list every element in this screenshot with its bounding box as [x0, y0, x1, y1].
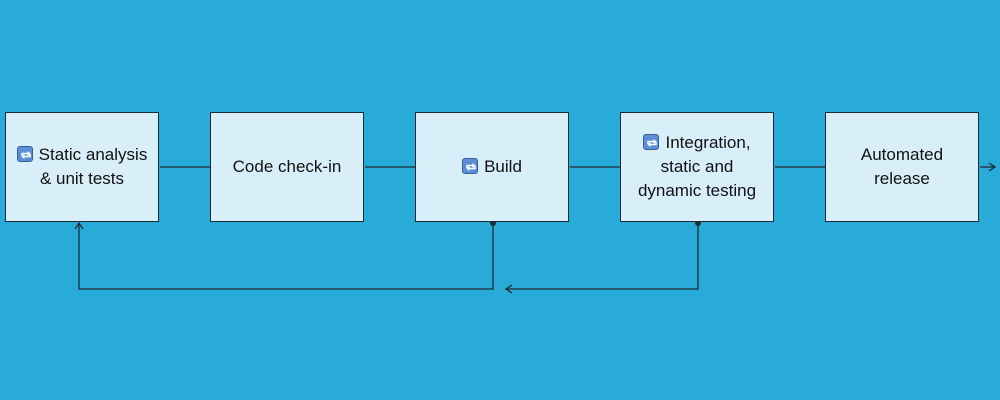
- step-label: Automated release: [860, 145, 944, 188]
- repeat-icon: [16, 146, 33, 162]
- step-label: Static analysis & unit tests: [38, 145, 148, 188]
- step-build[interactable]: Build: [415, 112, 569, 222]
- step-automated-release[interactable]: Automated release: [825, 112, 979, 222]
- repeat-icon-glyph: [466, 163, 476, 171]
- step-label: Build: [484, 157, 522, 176]
- step-code-checkin[interactable]: Code check-in: [210, 112, 364, 222]
- feedback-integration-to-build: [507, 223, 699, 290]
- step-integration-testing[interactable]: Integration, static and dynamic testing: [620, 112, 774, 222]
- step-static-analysis[interactable]: Static analysis & unit tests: [5, 112, 159, 222]
- step-label: Integration, static and dynamic testing: [637, 133, 757, 200]
- repeat-icon-glyph: [647, 139, 658, 147]
- repeat-icon-glyph: [20, 151, 31, 159]
- arrowhead-icon: [74, 221, 84, 230]
- feedback-build-to-static: [78, 223, 494, 290]
- arrowhead-icon: [504, 284, 513, 294]
- repeat-icon: [462, 158, 479, 174]
- repeat-icon: [643, 134, 660, 150]
- step-label: Code check-in: [232, 157, 342, 176]
- arrowhead-icon: [988, 162, 997, 172]
